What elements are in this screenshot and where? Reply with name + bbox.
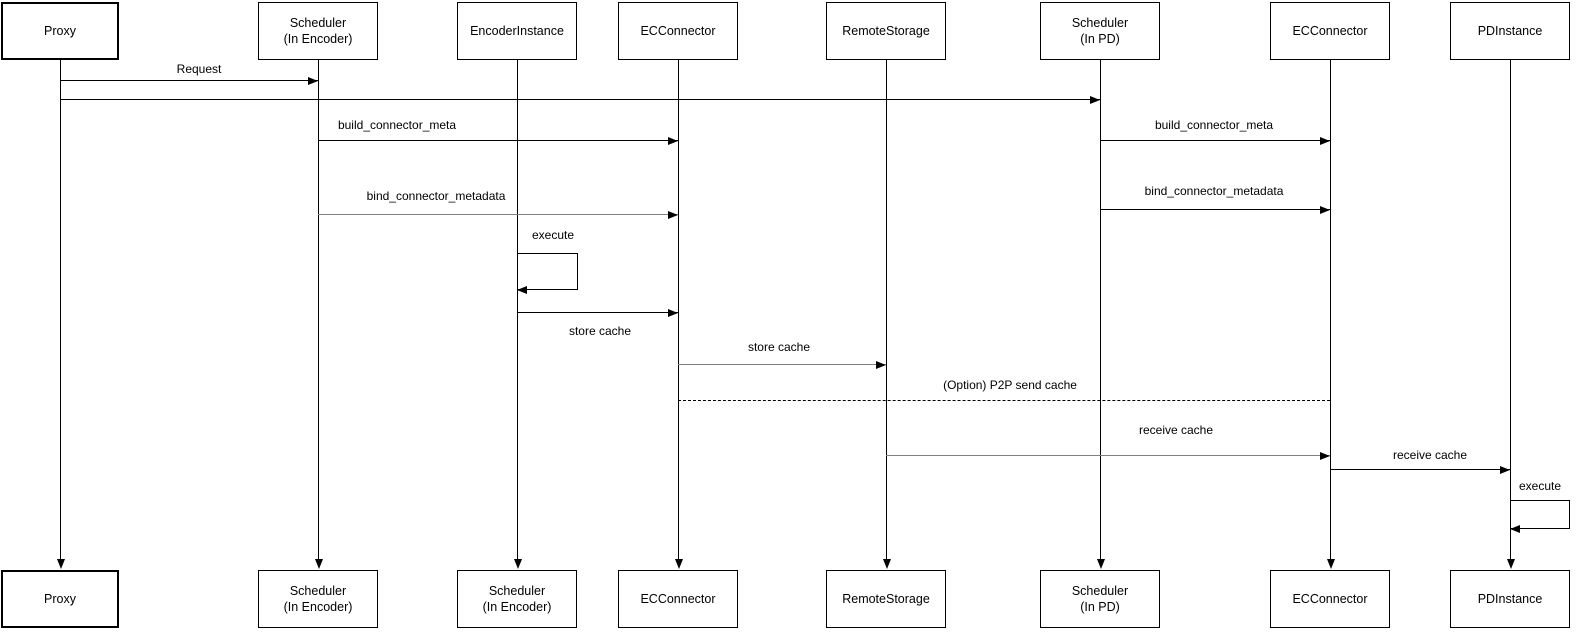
participant-bottom-scheduler-in-encoder: Scheduler (In Encoder) (258, 570, 378, 628)
message-label-p2p-send-cache: (Option) P2P send cache (943, 378, 1077, 392)
lifeline-end-arrow-proxy (56, 559, 65, 569)
participant-top-scheduler-in-encoder: Scheduler (In Encoder) (258, 2, 378, 60)
participant-label-line: ECConnector (1292, 24, 1368, 38)
lifeline-end-arrow-remote-storage (882, 559, 891, 569)
participant-label-line: Scheduler (1071, 16, 1129, 30)
arrowhead-forward-request (1090, 95, 1100, 104)
message-label-build-connector-meta-encoder: build_connector_meta (337, 118, 457, 132)
message-line-receive-cache-connector (886, 455, 1330, 456)
message-line-store-cache-encoder (517, 312, 678, 313)
arrowhead-store-cache-remote (876, 360, 886, 369)
participant-label-line: Scheduler (289, 584, 347, 598)
message-label-bind-connector-metadata-encoder: bind_connector_metadata (366, 189, 506, 203)
message-line-store-cache-remote (678, 364, 886, 365)
participant-top-pd-instance: PDInstance (1450, 2, 1570, 60)
participant-label-line: Proxy (44, 24, 76, 38)
message-label-store-cache-encoder: store cache (568, 324, 632, 338)
message-line-request (60, 80, 318, 81)
participant-top-encoder-instance: EncoderInstance (457, 2, 577, 60)
participant-bottom-scheduler-in-pd: Scheduler (In PD) (1040, 570, 1160, 628)
arrowhead-bind-connector-metadata-pd (1320, 205, 1330, 214)
message-line-forward-request (60, 99, 1100, 100)
participant-label-line: PDInstance (1477, 24, 1543, 38)
lifeline-scheduler-in-encoder (318, 60, 319, 559)
message-line-bind-connector-metadata-encoder (318, 214, 678, 215)
participant-label-line: PDInstance (1477, 592, 1543, 606)
participant-label-line: (In Encoder) (283, 600, 353, 614)
participant-top-scheduler-in-pd: Scheduler (In PD) (1040, 2, 1160, 60)
lifeline-encoder-instance (517, 60, 518, 559)
participant-label-line: (In Encoder) (482, 600, 552, 614)
participant-label-line: ECConnector (640, 592, 716, 606)
arrowhead-receive-cache-connector (1320, 451, 1330, 460)
lifeline-remote-storage (886, 60, 887, 559)
message-label-request: Request (176, 62, 222, 76)
lifeline-end-arrow-encoder-instance (513, 559, 522, 569)
arrowhead-receive-cache-instance (1500, 465, 1510, 474)
message-label-execute-pd: execute (1518, 479, 1562, 493)
participant-label-line: Proxy (44, 592, 76, 606)
participant-label-line: (In Encoder) (283, 32, 353, 46)
message-label-build-connector-meta-pd: build_connector_meta (1154, 118, 1274, 132)
participant-label-line: (In PD) (1080, 32, 1120, 46)
participant-top-remote-storage: RemoteStorage (826, 2, 946, 60)
participant-label-line: RemoteStorage (842, 24, 930, 38)
message-label-bind-connector-metadata-pd: bind_connector_metadata (1144, 184, 1284, 198)
arrowhead-build-connector-meta-encoder (668, 136, 678, 145)
participant-top-proxy: Proxy (1, 2, 119, 60)
participant-bottom-proxy: Proxy (1, 570, 119, 628)
message-line-build-connector-meta-encoder (318, 140, 678, 141)
participant-label-line: Scheduler (289, 16, 347, 30)
participant-label-line: RemoteStorage (842, 592, 930, 606)
lifeline-end-arrow-scheduler-in-encoder (314, 559, 323, 569)
message-line-receive-cache-instance (1330, 469, 1510, 470)
lifeline-end-arrow-ec-connector-pd (1326, 559, 1335, 569)
participant-label-line: (In PD) (1080, 600, 1120, 614)
participant-top-ec-connector-pd: ECConnector (1270, 2, 1390, 60)
arrowhead-build-connector-meta-pd (1320, 136, 1330, 145)
arrowhead-store-cache-encoder (668, 308, 678, 317)
participant-label-line: Scheduler (488, 584, 546, 598)
arrowhead-execute-encoder (517, 285, 527, 294)
self-loop-execute-pd (1510, 500, 1570, 529)
lifeline-ec-connector-encoder (678, 60, 679, 559)
message-label-receive-cache-instance: receive cache (1392, 448, 1468, 462)
arrowhead-bind-connector-metadata-encoder (668, 210, 678, 219)
participant-bottom-ec-connector-encoder: ECConnector (618, 570, 738, 628)
lifeline-proxy (60, 60, 61, 559)
arrowhead-request (308, 76, 318, 85)
participant-label-line: Scheduler (1071, 584, 1129, 598)
participant-label-line: ECConnector (1292, 592, 1368, 606)
participant-bottom-remote-storage: RemoteStorage (826, 570, 946, 628)
message-line-build-connector-meta-pd (1100, 140, 1330, 141)
participant-label-line: EncoderInstance (470, 24, 564, 38)
participant-top-ec-connector-encoder: ECConnector (618, 2, 738, 60)
participant-bottom-ec-connector-pd: ECConnector (1270, 570, 1390, 628)
lifeline-ec-connector-pd (1330, 60, 1331, 559)
participant-bottom-pd-instance: PDInstance (1450, 570, 1570, 628)
message-line-bind-connector-metadata-pd (1100, 209, 1330, 210)
lifeline-end-arrow-pd-instance (1506, 559, 1515, 569)
message-label-receive-cache-connector: receive cache (1138, 423, 1214, 437)
lifeline-scheduler-in-pd (1100, 60, 1101, 559)
arrowhead-execute-pd (1510, 524, 1520, 533)
self-loop-execute-encoder (517, 253, 578, 290)
message-label-execute-encoder: execute (531, 228, 575, 242)
lifeline-pd-instance (1510, 60, 1511, 559)
participant-bottom-encoder-instance: Scheduler (In Encoder) (457, 570, 577, 628)
participant-label-line: ECConnector (640, 24, 716, 38)
message-label-store-cache-remote: store cache (747, 340, 811, 354)
message-line-p2p-send-cache (678, 400, 1330, 401)
lifeline-end-arrow-ec-connector-encoder (674, 559, 683, 569)
lifeline-end-arrow-scheduler-in-pd (1096, 559, 1105, 569)
